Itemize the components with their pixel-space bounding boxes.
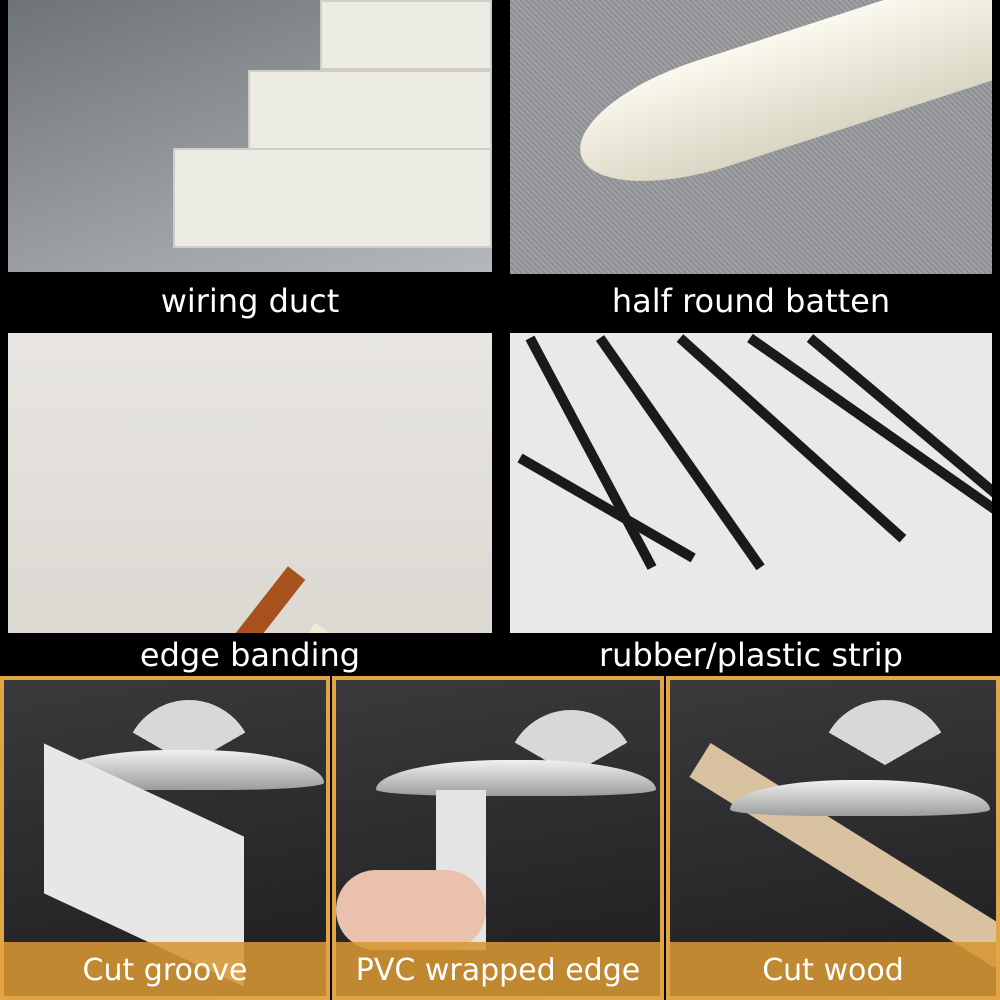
label-edge-banding: edge banding: [139, 636, 361, 674]
shear-blade: [730, 780, 990, 816]
shear-blade: [376, 760, 656, 796]
edge-banding-photo: [8, 333, 492, 633]
label-half-round-batten: half round batten: [611, 282, 891, 320]
label-wiring-duct: wiring duct: [160, 282, 340, 320]
pvc-wrapped-edge-panel: PVC wrapped edge: [332, 676, 664, 1000]
half-round-batten-photo: [510, 0, 992, 274]
label-rubber-plastic-strip: rubber/plastic strip: [599, 636, 903, 674]
cut-wood-panel: Cut wood: [666, 676, 1000, 1000]
caption-cut-wood: Cut wood: [670, 942, 996, 996]
caption-pvc-wrapped-edge: PVC wrapped edge: [336, 942, 660, 996]
wiring-duct-photo: [8, 0, 492, 272]
caption-cut-groove: Cut groove: [4, 942, 326, 996]
cut-groove-panel: Cut groove: [0, 676, 330, 1000]
rubber-plastic-strip-photo: [510, 333, 992, 633]
